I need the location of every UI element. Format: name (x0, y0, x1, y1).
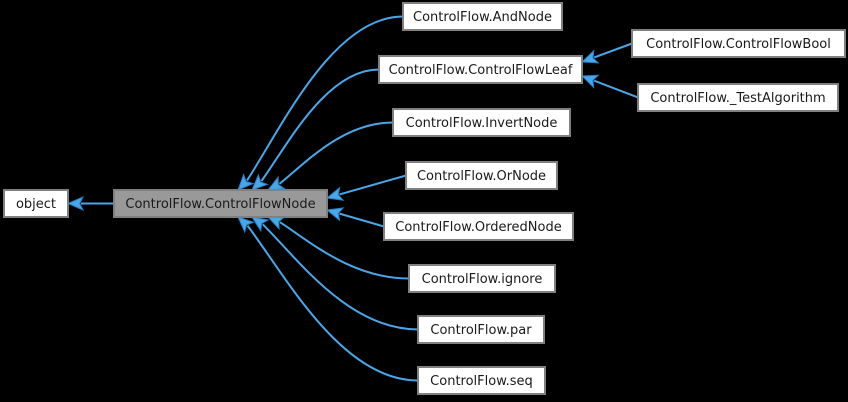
node-label-testalgorithm: ControlFlow._TestAlgorithm (650, 91, 825, 106)
node-controlflownode[interactable]: ControlFlow.ControlFlowNode (113, 189, 328, 218)
node-label-orderednode: ControlFlow.OrderedNode (395, 220, 561, 235)
node-box-testalgorithm[interactable] (637, 83, 839, 112)
node-label-ignore: ControlFlow.ignore (422, 272, 543, 287)
node-label-seq: ControlFlow.seq (430, 374, 533, 389)
node-box-ornode[interactable] (405, 161, 558, 190)
edge-andnode-to-controlflownode (237, 15, 404, 191)
node-box-object[interactable] (3, 189, 69, 218)
node-box-controlflowleaf[interactable] (378, 55, 583, 84)
node-label-controlflownode: ControlFlow.ControlFlowNode (125, 197, 315, 212)
node-box-ignore[interactable] (408, 264, 556, 293)
edge-controlflownode-to-object (66, 195, 114, 212)
edge-seq-to-controlflownode (237, 216, 419, 382)
node-box-seq[interactable] (417, 366, 546, 395)
node-seq[interactable]: ControlFlow.seq (417, 366, 546, 395)
node-testalgorithm[interactable]: ControlFlow._TestAlgorithm (637, 83, 839, 112)
edge-controlflowleaf-to-controlflownode (251, 68, 380, 191)
node-box-controlflowbool[interactable] (631, 29, 846, 58)
edge-controlflowbool-to-controlflowleaf (580, 42, 633, 64)
edge-orderednode-to-controlflownode (325, 207, 385, 228)
node-controlflowleaf[interactable]: ControlFlow.ControlFlowLeaf (378, 55, 583, 84)
node-box-invertnode[interactable] (392, 108, 571, 137)
node-label-controlflowleaf: ControlFlow.ControlFlowLeaf (389, 63, 573, 78)
node-object[interactable]: object (3, 189, 69, 218)
node-label-ornode: ControlFlow.OrNode (417, 169, 546, 184)
node-ornode[interactable]: ControlFlow.OrNode (405, 161, 558, 190)
node-label-invertnode: ControlFlow.InvertNode (406, 116, 558, 131)
node-label-controlflowbool: ControlFlow.ControlFlowBool (646, 37, 831, 52)
node-label-object: object (16, 197, 56, 212)
node-invertnode[interactable]: ControlFlow.InvertNode (392, 108, 571, 137)
edge-ornode-to-controlflownode (325, 174, 407, 201)
node-box-controlflownode[interactable] (113, 189, 328, 218)
node-par[interactable]: ControlFlow.par (417, 315, 545, 344)
edge-par-to-controlflownode (250, 216, 419, 331)
node-orderednode[interactable]: ControlFlow.OrderedNode (383, 212, 574, 241)
node-box-andnode[interactable] (402, 2, 563, 31)
node-label-andnode: ControlFlow.AndNode (413, 10, 552, 25)
node-ignore[interactable]: ControlFlow.ignore (408, 264, 556, 293)
node-controlflowbool[interactable]: ControlFlow.ControlFlowBool (631, 29, 846, 58)
edge-testalgorithm-to-controlflowleaf (580, 74, 639, 99)
node-andnode[interactable]: ControlFlow.AndNode (402, 2, 563, 31)
node-box-orderednode[interactable] (383, 212, 574, 241)
node-box-par[interactable] (417, 315, 545, 344)
node-label-par: ControlFlow.par (430, 323, 532, 338)
